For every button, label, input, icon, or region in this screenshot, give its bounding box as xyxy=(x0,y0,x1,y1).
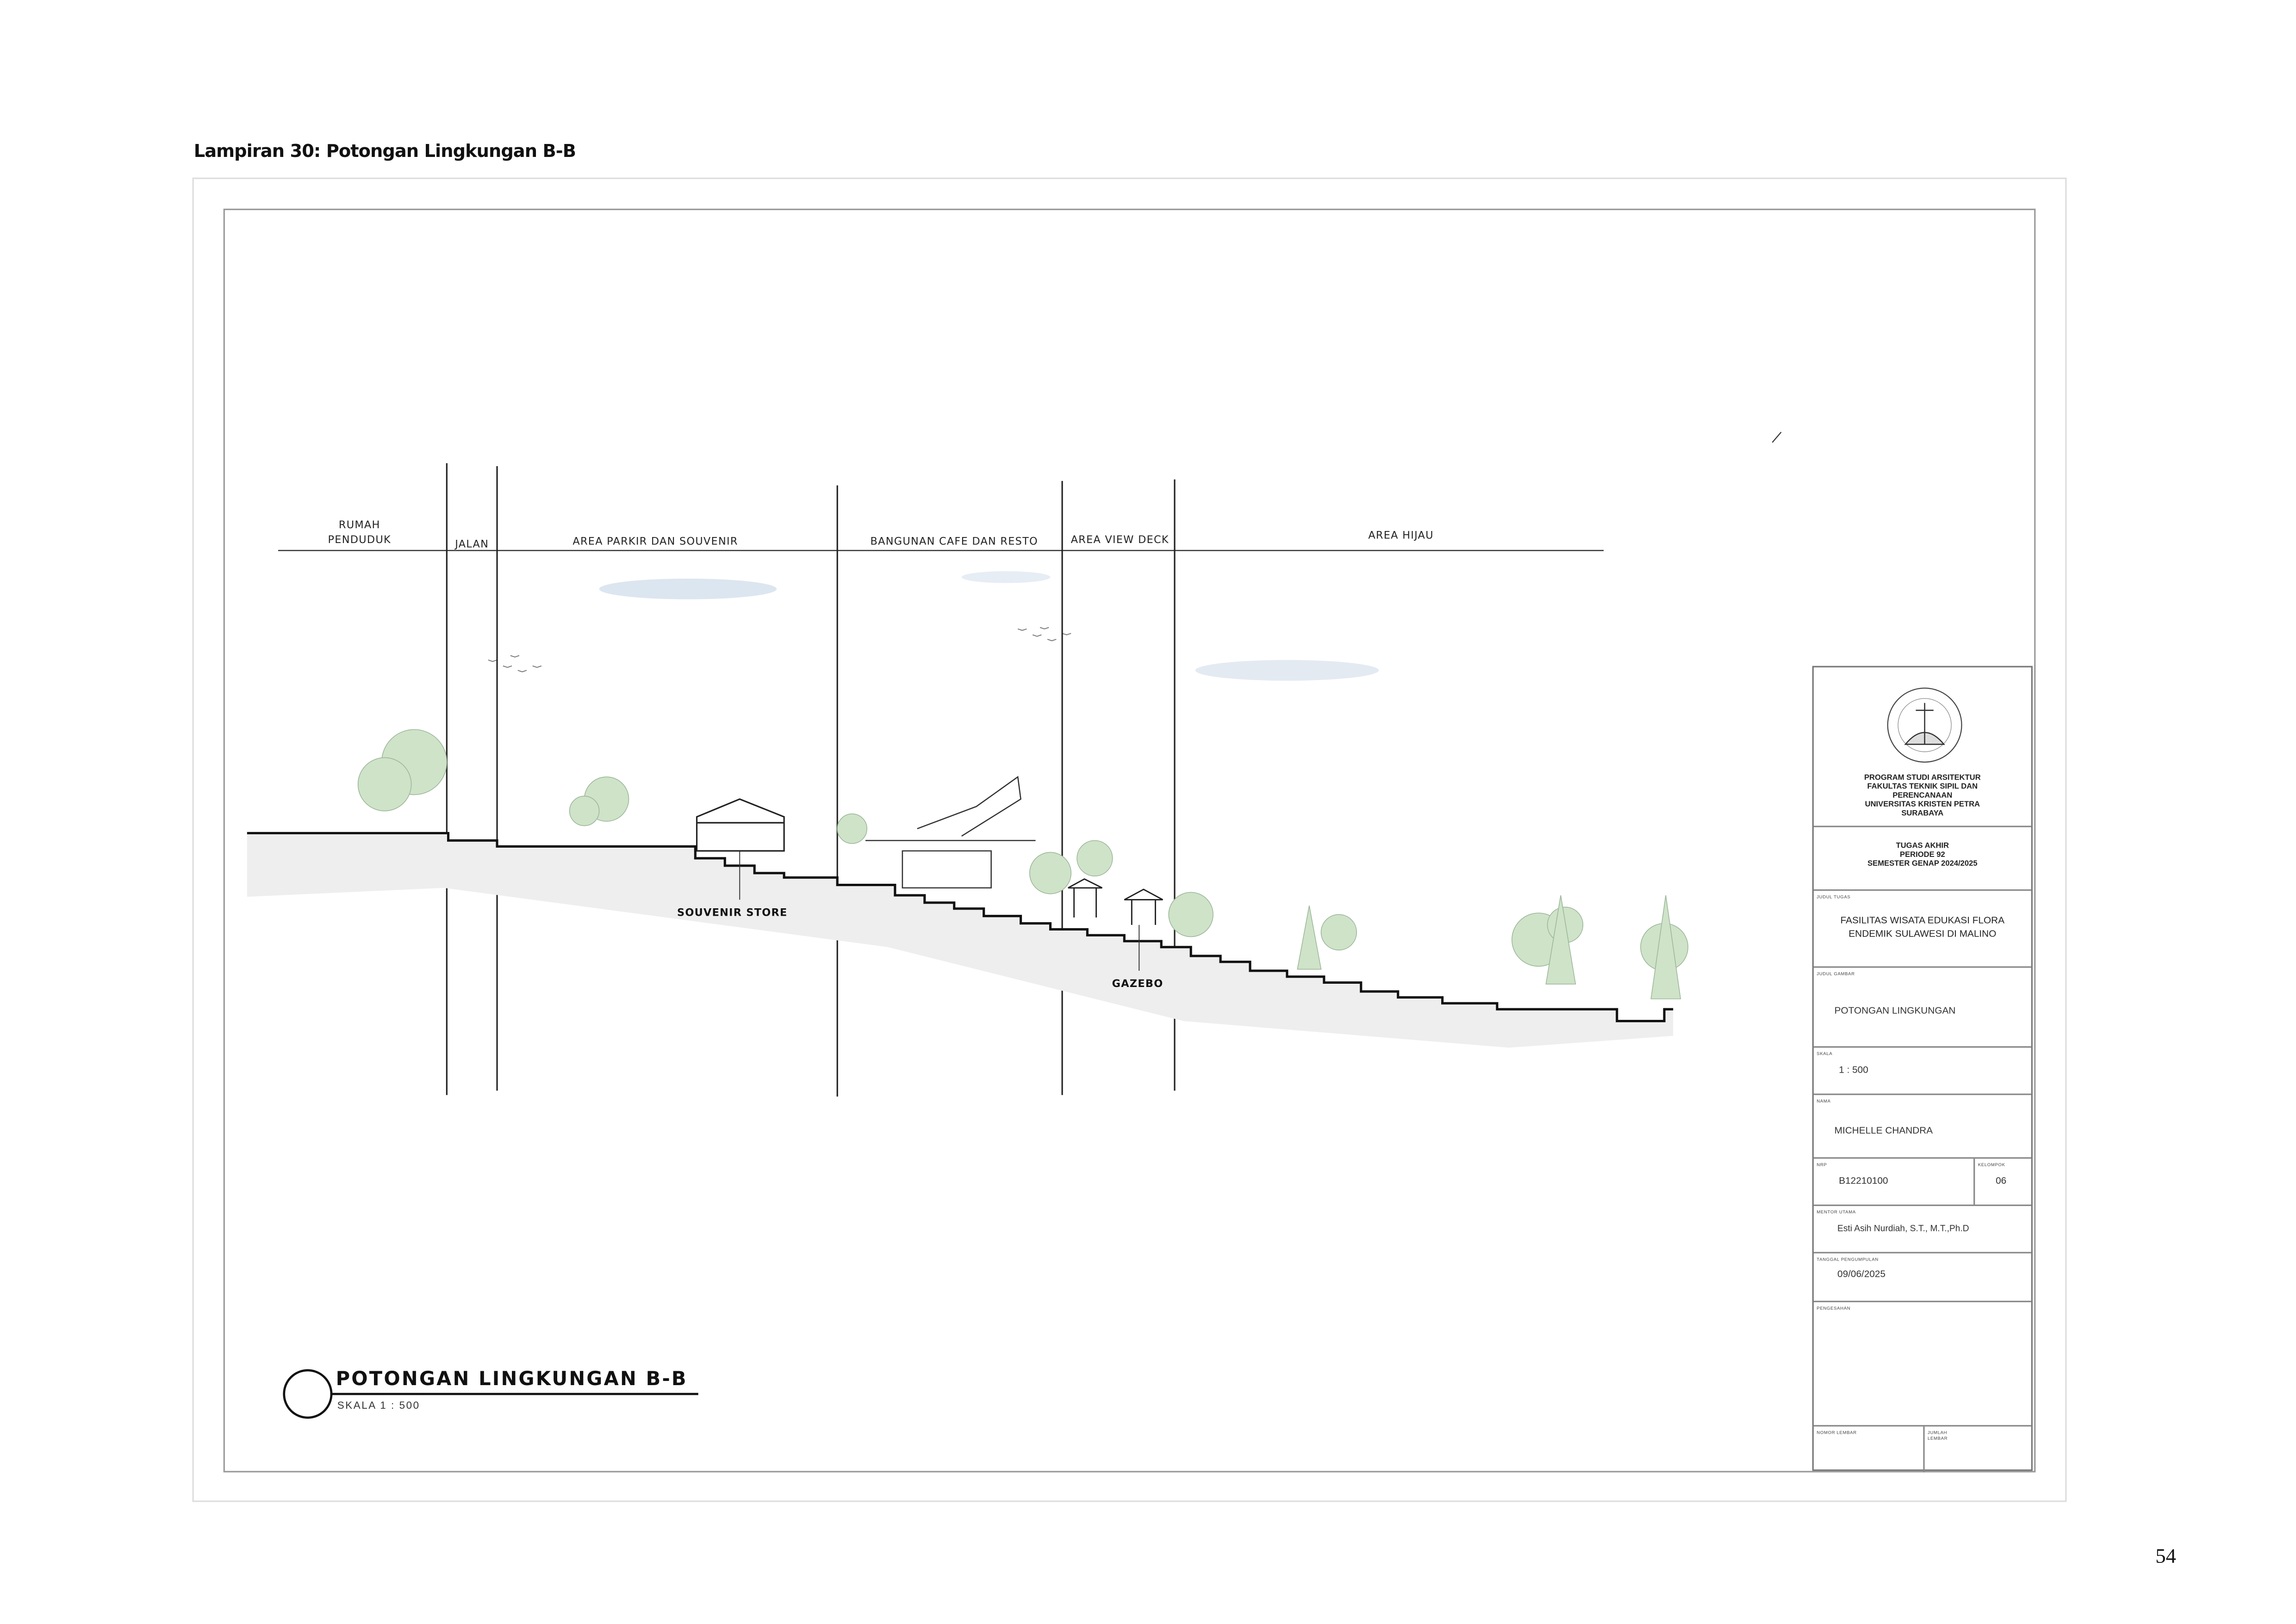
souvenir-store-building xyxy=(696,798,785,852)
jumlah-cell: JUMLAH LEMBAR xyxy=(1923,1426,1948,1473)
field-label: TANGGAL PENGUMPULAN xyxy=(1817,1256,1879,1262)
submission-date: 09/06/2025 xyxy=(1837,1269,1886,1280)
project-title-line: FASILITAS WISATA EDUKASI FLORA xyxy=(1840,916,2005,927)
section-marker-circle xyxy=(283,1369,333,1419)
cafe-building xyxy=(865,775,1036,889)
field-label: NAMA xyxy=(1817,1098,1831,1104)
field-label: PENGESAHAN xyxy=(1817,1305,1851,1312)
course-line: TUGAS AKHIR xyxy=(1896,842,1949,851)
zone-label-cafe: BANGUNAN CAFE DAN RESTO xyxy=(871,535,1038,547)
sheet-number-section: NOMOR LEMBAR JUMLAH LEMBAR xyxy=(1813,1425,2031,1473)
zone-label-view-deck: AREA VIEW DECK xyxy=(1071,534,1169,546)
student-name: MICHELLE CHANDRA xyxy=(1834,1126,1933,1137)
institution-line: SURABAYA xyxy=(1901,809,1944,818)
institution-line: FAKULTAS TEKNIK SIPIL DAN xyxy=(1867,782,1978,792)
zone-label-jalan: JALAN xyxy=(454,538,489,550)
nrp-value: B12210100 xyxy=(1839,1176,1888,1187)
kelompok-cell: KELOMPOK 06 xyxy=(1973,1158,2006,1205)
judul-gambar-section: JUDUL GAMBAR POTONGAN LINGKUNGAN xyxy=(1813,966,2031,1046)
drawing-border xyxy=(223,208,2036,1473)
course-line: PERIODE 92 xyxy=(1900,850,1945,860)
title-block: PROGRAM STUDI ARSITEKTUR FAKULTAS TEKNIK… xyxy=(1812,666,2033,1473)
zone-label-rumah-2: PENDUDUK xyxy=(328,534,391,546)
drawing-title: POTONGAN LINGKUNGAN B-B xyxy=(336,1368,688,1391)
field-label: NRP xyxy=(1817,1162,1827,1168)
judul-tugas-section: JUDUL TUGAS FASILITAS WISATA EDUKASI FLO… xyxy=(1813,889,2031,966)
cloud xyxy=(961,571,1051,583)
university-logo xyxy=(1887,687,1962,763)
zone-label-hijau: AREA HIJAU xyxy=(1368,530,1433,542)
label-gazebo: GAZEBO xyxy=(1112,978,1164,990)
nama-section: NAMA MICHELLE CHANDRA xyxy=(1813,1093,2031,1157)
field-label: JUMLAH LEMBAR xyxy=(1928,1429,1948,1442)
stray-mark xyxy=(1772,431,1782,443)
institution-line: PROGRAM STUDI ARSITEKTUR xyxy=(1864,774,1981,783)
drawing-scale: SKALA 1 : 500 xyxy=(337,1401,420,1412)
pengesahan-section: PENGESAHAN xyxy=(1813,1300,2031,1425)
figure-frame xyxy=(192,177,2067,1502)
drawing-name: POTONGAN LINGKUNGAN xyxy=(1834,1006,1956,1017)
course-line: SEMESTER GENAP 2024/2025 xyxy=(1867,860,1978,869)
zone-label-rumah-1: RUMAH xyxy=(339,519,380,531)
ground-section xyxy=(247,833,1674,1048)
nrp-section: NRP B12210100 KELOMPOK 06 xyxy=(1813,1157,2031,1205)
birds xyxy=(488,627,1071,673)
zone-label-parkir: AREA PARKIR DAN SOUVENIR xyxy=(572,535,738,547)
scale-value: 1 : 500 xyxy=(1839,1065,1868,1076)
mentor-section: MENTOR UTAMA Esti Asih Nurdiah, S.T., M.… xyxy=(1813,1204,2031,1252)
page-number: 54 xyxy=(2155,1546,2177,1569)
gazebo-building xyxy=(1068,878,1164,925)
institution-section: PROGRAM STUDI ARSITEKTUR FAKULTAS TEKNIK… xyxy=(1814,668,2031,826)
field-label: NOMOR LEMBAR xyxy=(1817,1429,1857,1436)
field-label: SKALA xyxy=(1817,1050,1833,1057)
institution-text: PROGRAM STUDI ARSITEKTUR FAKULTAS TEKNIK… xyxy=(1814,774,2031,818)
trees xyxy=(357,729,1689,999)
appendix-heading: Lampiran 30: Potongan Lingkungan B-B xyxy=(193,140,576,162)
field-label: JUDUL GAMBAR xyxy=(1817,970,1855,977)
zone-dividers xyxy=(446,463,1176,1097)
cloud xyxy=(1195,660,1379,681)
field-label: MENTOR UTAMA xyxy=(1817,1209,1856,1215)
mentor-name: Esti Asih Nurdiah, S.T., M.T.,Ph.D xyxy=(1837,1225,1969,1234)
tanggal-section: TANGGAL PENGUMPULAN 09/06/2025 xyxy=(1813,1252,2031,1300)
label-souvenir-store: SOUVENIR STORE xyxy=(677,907,788,919)
ground-profile-line xyxy=(247,832,1674,1023)
institution-line: UNIVERSITAS KRISTEN PETRA xyxy=(1865,800,1980,810)
field-label: JUDUL TUGAS xyxy=(1817,893,1851,900)
cloud xyxy=(599,578,777,600)
institution-line: PERENCANAAN xyxy=(1892,792,1953,801)
field-label: KELOMPOK xyxy=(1978,1162,2005,1168)
skala-section: SKALA 1 : 500 xyxy=(1813,1046,2031,1093)
project-title-line: ENDEMIK SULAWESI DI MALINO xyxy=(1848,929,1997,940)
kelompok-value: 06 xyxy=(1996,1176,2007,1187)
course-section: TUGAS AKHIR PERIODE 92 SEMESTER GENAP 20… xyxy=(1813,825,2031,889)
